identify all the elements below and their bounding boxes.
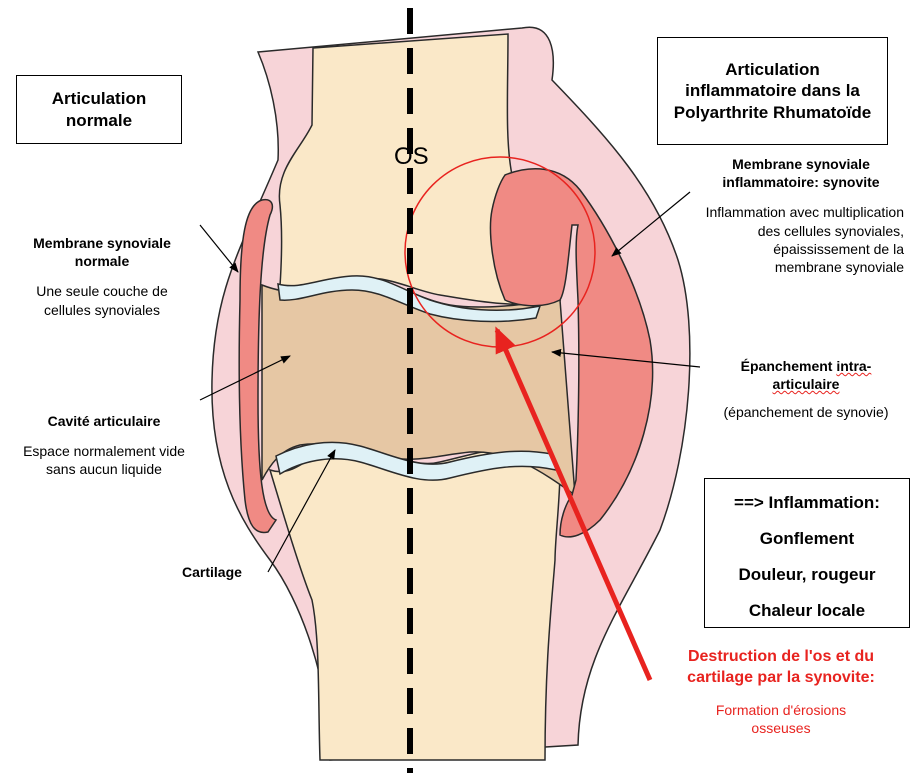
inflammation-item: Gonflement [705, 529, 909, 565]
normal-membrane-label: Membrane synoviale normale Une seule cou… [4, 234, 200, 319]
normal-joint-title: Articulation normale [23, 88, 175, 131]
inflamed-joint-title: Articulation inflammatoire dans la Polya… [668, 59, 877, 123]
inflammation-box-title: ==> Inflammation: [705, 493, 909, 529]
normal-joint-title-box: Articulation normale [16, 75, 182, 144]
destruction-label: Destruction de l'os et du cartilage par … [650, 647, 912, 737]
effusion-title-part1: Épanchement [741, 358, 833, 374]
cavity-title: Cavité articulaire [6, 412, 202, 430]
normal-membrane-desc: Une seule couche de cellules synoviales [4, 282, 200, 318]
inflammation-item: Douleur, rougeur [705, 565, 909, 601]
inflamed-membrane-title: Membrane synoviale inflammatoire: synovi… [690, 155, 912, 191]
inflamed-joint-title-box: Articulation inflammatoire dans la Polya… [657, 37, 888, 145]
destruction-title: Destruction de l'os et du cartilage par … [650, 647, 912, 689]
arrow-normal-membrane [200, 225, 238, 272]
cavity-desc: Espace normalement vide sans aucun liqui… [6, 442, 202, 478]
inflamed-membrane-label: Membrane synoviale inflammatoire: synovi… [690, 155, 912, 276]
inflamed-membrane-desc: Inflammation avec multiplication des cel… [690, 203, 912, 276]
normal-membrane-title: Membrane synoviale normale [4, 234, 200, 270]
cartilage-label: Cartilage [182, 563, 242, 581]
destruction-desc: Formation d'érosions osseuses [650, 701, 912, 737]
inflammation-box: ==> Inflammation: Gonflement Douleur, ro… [704, 478, 910, 628]
effusion-desc: (épanchement de synovie) [700, 403, 912, 421]
inflammation-item: Chaleur locale [705, 601, 909, 637]
cavity-label: Cavité articulaire Espace normalement vi… [6, 412, 202, 479]
effusion-label: Épanchement intra-articulaire (épancheme… [700, 357, 912, 422]
bone-label: OS [394, 143, 429, 171]
effusion-title: Épanchement intra-articulaire [700, 357, 912, 393]
